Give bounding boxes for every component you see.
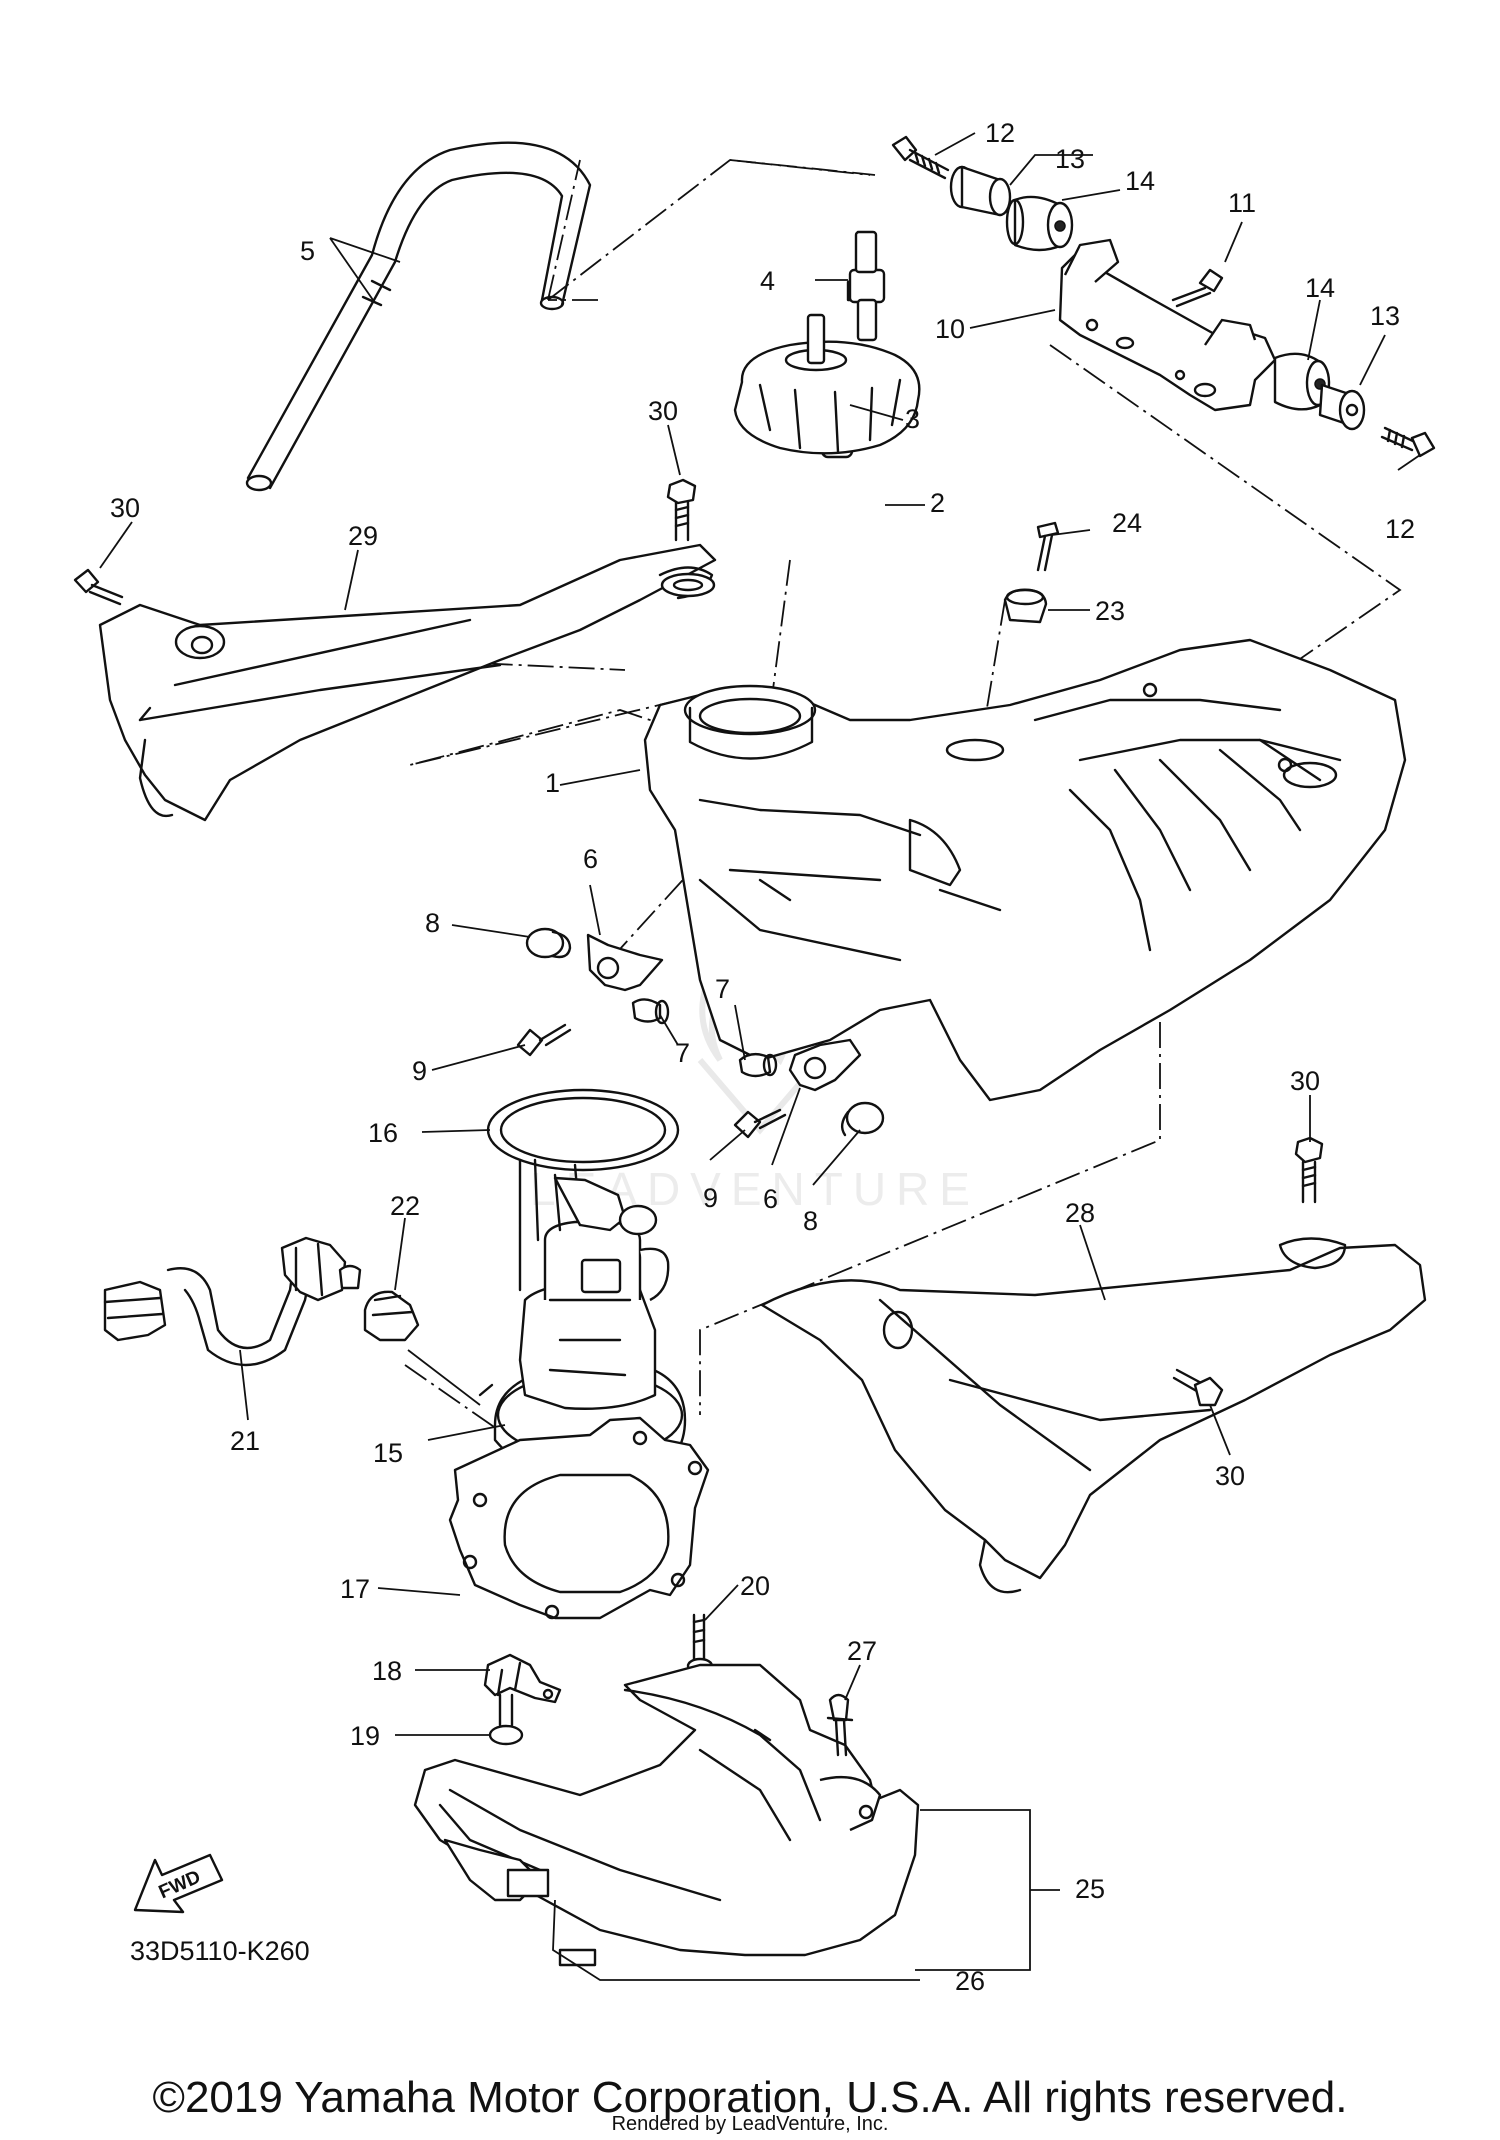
damper-14-top bbox=[1005, 195, 1074, 252]
callout-10: 10 bbox=[935, 314, 965, 344]
rendered-by-notice: Rendered by LeadVenture, Inc. bbox=[611, 2113, 889, 2135]
collar-13-right bbox=[1318, 383, 1366, 431]
bracket-18 bbox=[483, 1653, 562, 1704]
fuel-cap bbox=[733, 313, 921, 455]
fuel-hose-21 bbox=[103, 1236, 362, 1367]
bolt-30-topcenter bbox=[660, 478, 716, 598]
callout-8a: 8 bbox=[425, 908, 440, 938]
callout-13a: 13 bbox=[1055, 144, 1085, 174]
callout-6b: 6 bbox=[763, 1184, 778, 1214]
callout-22: 22 bbox=[390, 1191, 420, 1221]
callout-7b: 7 bbox=[715, 974, 730, 1004]
tank-guard-25 bbox=[413, 1663, 920, 1957]
callout-30c: 30 bbox=[1290, 1066, 1320, 1096]
callout-25: 25 bbox=[1075, 1874, 1105, 1904]
bolt-30-topleft bbox=[73, 568, 124, 606]
screw-24 bbox=[1036, 521, 1060, 572]
connector-22 bbox=[363, 1290, 420, 1342]
callout-18: 18 bbox=[372, 1656, 402, 1686]
callout-24: 24 bbox=[1112, 508, 1142, 538]
bolt-30-right-bottom bbox=[1172, 1368, 1224, 1407]
callout-30b: 30 bbox=[648, 396, 678, 426]
callout-23: 23 bbox=[1095, 596, 1125, 626]
callout-27: 27 bbox=[847, 1636, 877, 1666]
leader-lines bbox=[99, 132, 1421, 1981]
side-cover-right bbox=[760, 1237, 1427, 1594]
callout-16: 16 bbox=[368, 1118, 398, 1148]
callout-12b: 12 bbox=[1385, 514, 1415, 544]
callout-11: 11 bbox=[1228, 188, 1256, 218]
callout-26: 26 bbox=[955, 1966, 985, 1996]
callout-29: 29 bbox=[348, 521, 378, 551]
pump-gasket-16 bbox=[486, 1088, 680, 1172]
callout-30d: 30 bbox=[1215, 1461, 1245, 1491]
bolt-30-right-top bbox=[1294, 1136, 1324, 1204]
bolt-11 bbox=[1171, 268, 1224, 308]
bolt-12-right bbox=[1380, 426, 1436, 458]
callout-7a: 7 bbox=[675, 1038, 690, 1068]
plate-26 bbox=[558, 1948, 597, 1967]
callout-9b: 9 bbox=[703, 1183, 718, 1213]
clip-assembly-upper bbox=[516, 927, 670, 1057]
callout-20: 20 bbox=[740, 1571, 770, 1601]
callout-4: 4 bbox=[760, 266, 775, 296]
bolt-12-top bbox=[891, 135, 950, 180]
screw-19 bbox=[488, 1693, 524, 1746]
diagram-code: 33D5110-K260 bbox=[130, 1936, 310, 1966]
collar-13-top bbox=[949, 165, 1012, 217]
callout-21: 21 bbox=[230, 1426, 260, 1456]
callout-15: 15 bbox=[373, 1438, 403, 1468]
callout-14a: 14 bbox=[1125, 166, 1155, 196]
hose-fitting bbox=[846, 230, 886, 342]
copyright-notice: ©2019 Yamaha Motor Corporation, U.S.A. A… bbox=[152, 2073, 1348, 2122]
callout-5: 5 bbox=[300, 236, 315, 266]
callout-9a: 9 bbox=[412, 1056, 427, 1086]
grommet-23 bbox=[1003, 588, 1048, 624]
callout-30a: 30 bbox=[110, 493, 140, 523]
callout-19: 19 bbox=[350, 1721, 380, 1751]
callout-3: 3 bbox=[905, 404, 920, 434]
clip-assembly-lower bbox=[733, 1038, 885, 1139]
callout-2: 2 bbox=[930, 488, 945, 518]
callout-6a: 6 bbox=[583, 844, 598, 874]
callout-17: 17 bbox=[340, 1574, 370, 1604]
callout-28: 28 bbox=[1065, 1198, 1095, 1228]
callout-12a: 12 bbox=[985, 118, 1015, 148]
pump-plate-17 bbox=[448, 1416, 710, 1620]
callout-13b: 13 bbox=[1370, 301, 1400, 331]
tank-bracket bbox=[1058, 238, 1277, 412]
callout-8b: 8 bbox=[803, 1206, 818, 1236]
callout-1: 1 bbox=[545, 768, 560, 798]
callout-14b: 14 bbox=[1305, 273, 1335, 303]
rivet-27 bbox=[826, 1693, 854, 1757]
forward-arrow-icon: FWD bbox=[133, 1853, 224, 1914]
breather-hose bbox=[245, 141, 592, 492]
callout-labels: 1 2 3 4 5 6 6 7 7 8 8 9 9 10 11 12 12 13… bbox=[110, 118, 1415, 1996]
side-cover-left bbox=[98, 543, 717, 822]
fuel-tank bbox=[643, 638, 1407, 1102]
